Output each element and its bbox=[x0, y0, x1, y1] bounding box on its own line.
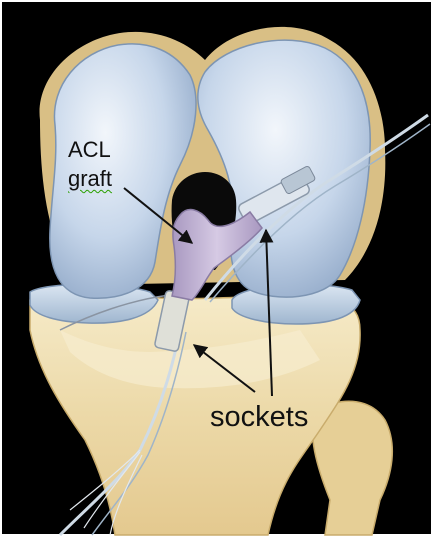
acl-label: ACL bbox=[68, 139, 111, 161]
graft-label-text: graft bbox=[68, 166, 112, 191]
sockets-label: sockets bbox=[210, 403, 308, 432]
graft-label: graft bbox=[68, 168, 112, 190]
